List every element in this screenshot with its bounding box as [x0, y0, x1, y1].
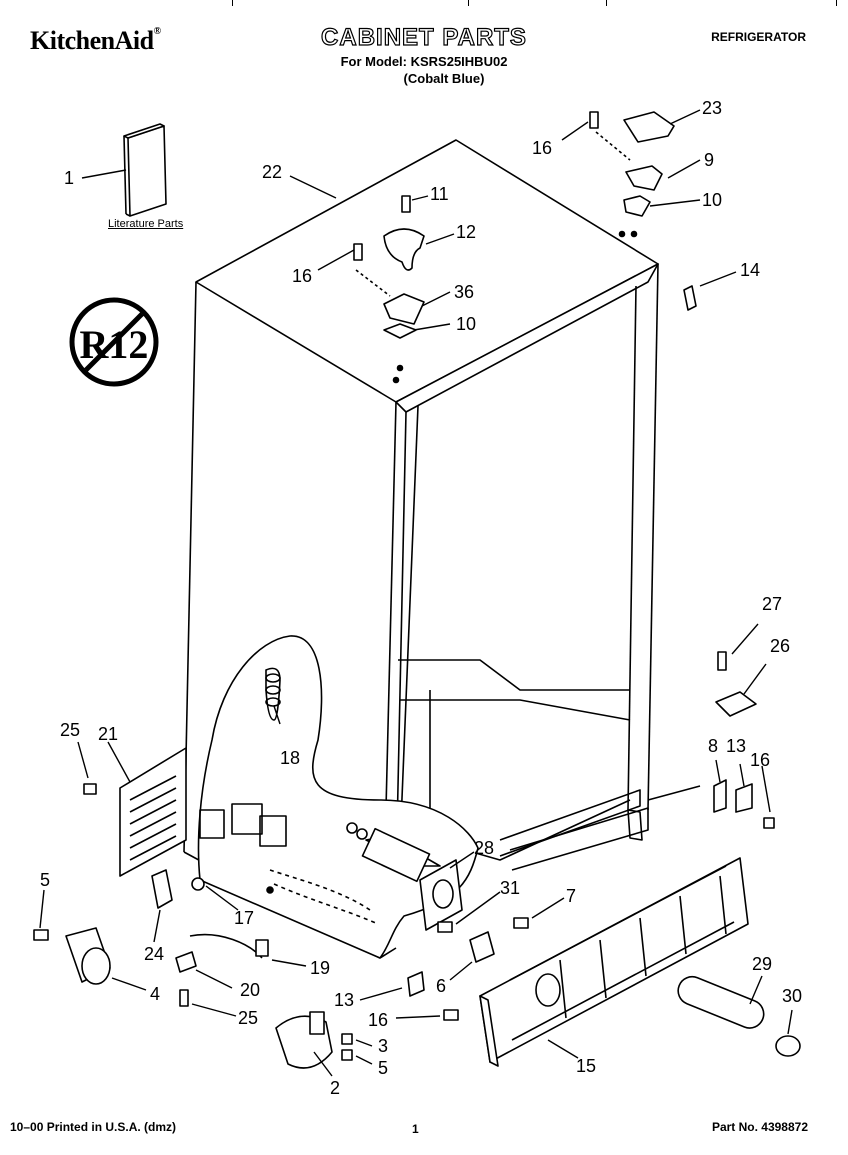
callout-5: 5: [378, 1058, 389, 1078]
drain-tube: [346, 822, 463, 931]
callout-25: 25: [60, 720, 81, 740]
callout-16: 16: [532, 138, 553, 158]
callout-12: 12: [456, 222, 477, 242]
callout-36: 36: [454, 282, 475, 302]
model-line: For Model: KSRS25IHBU02: [340, 54, 508, 69]
callout-11: 11: [430, 184, 449, 204]
callout-13: 13: [334, 990, 355, 1010]
callout-22: 22: [262, 162, 283, 182]
callout-24: 24: [144, 944, 165, 964]
no-r12-refrigerant-icon: R12: [68, 296, 160, 388]
page-title: CABINET PARTS: [320, 23, 527, 51]
callout-27: 27: [762, 594, 783, 614]
callout-16: 16: [292, 266, 313, 286]
top-edge-mark: [232, 0, 233, 6]
grille-clips: [407, 917, 529, 1021]
callout-25: 25: [238, 1008, 259, 1028]
top-edge-mark: [606, 0, 607, 6]
print-info: 10–00 Printed in U.S.A. (dmz): [10, 1120, 177, 1134]
callout-30: 30: [782, 986, 803, 1006]
callout-23: 23: [702, 98, 723, 118]
callout-31: 31: [500, 878, 521, 898]
part-number: Part No. 4398872: [711, 1120, 808, 1134]
callout-10: 10: [702, 190, 723, 210]
callout-1: 1: [64, 168, 75, 188]
water-filter: [677, 975, 801, 1057]
leader-lines: [39, 109, 793, 1077]
callout-2: 2: [330, 1078, 341, 1098]
callout-15: 15: [576, 1056, 597, 1076]
callout-20: 20: [240, 980, 261, 1000]
callout-29: 29: [752, 954, 773, 974]
cabinet-shell: [183, 139, 659, 959]
callout-14: 14: [740, 260, 761, 280]
callout-16: 16: [750, 750, 771, 770]
base-grille: [479, 857, 749, 1067]
callout-19: 19: [310, 958, 331, 978]
callout-16: 16: [368, 1010, 389, 1030]
callout-7: 7: [566, 886, 577, 906]
literature-booklet: [123, 123, 167, 217]
brand-logo: KitchenAid®: [30, 26, 161, 55]
callout-9: 9: [704, 150, 715, 170]
callout-13: 13: [726, 736, 747, 756]
callout-8: 8: [708, 736, 719, 756]
rear-access-panel: [119, 747, 187, 877]
water-line-clamps: [83, 783, 269, 1007]
color-line: (Cobalt Blue): [403, 71, 485, 86]
callout-17: 17: [234, 908, 255, 928]
rear-roller: [33, 927, 111, 985]
callout-6: 6: [436, 976, 447, 996]
callout-28: 28: [474, 838, 495, 858]
top-edge-mark: [836, 0, 837, 6]
top-hinge-right: [589, 111, 697, 311]
callout-21: 21: [98, 724, 119, 744]
top-edge-mark: [468, 0, 469, 6]
callout-5: 5: [40, 870, 51, 890]
callout-4: 4: [150, 984, 161, 1004]
callout-10: 10: [456, 314, 477, 334]
top-hinge-center: [353, 195, 425, 339]
front-roller: [275, 1011, 353, 1069]
callout-26: 26: [770, 636, 791, 656]
leveler-bracket: [647, 651, 775, 829]
literature-parts-label: Literature Parts: [108, 218, 184, 230]
page-number: 1: [412, 1122, 419, 1136]
callout-3: 3: [378, 1036, 389, 1056]
product-type: REFRIGERATOR: [711, 30, 806, 44]
callout-18: 18: [280, 748, 301, 768]
